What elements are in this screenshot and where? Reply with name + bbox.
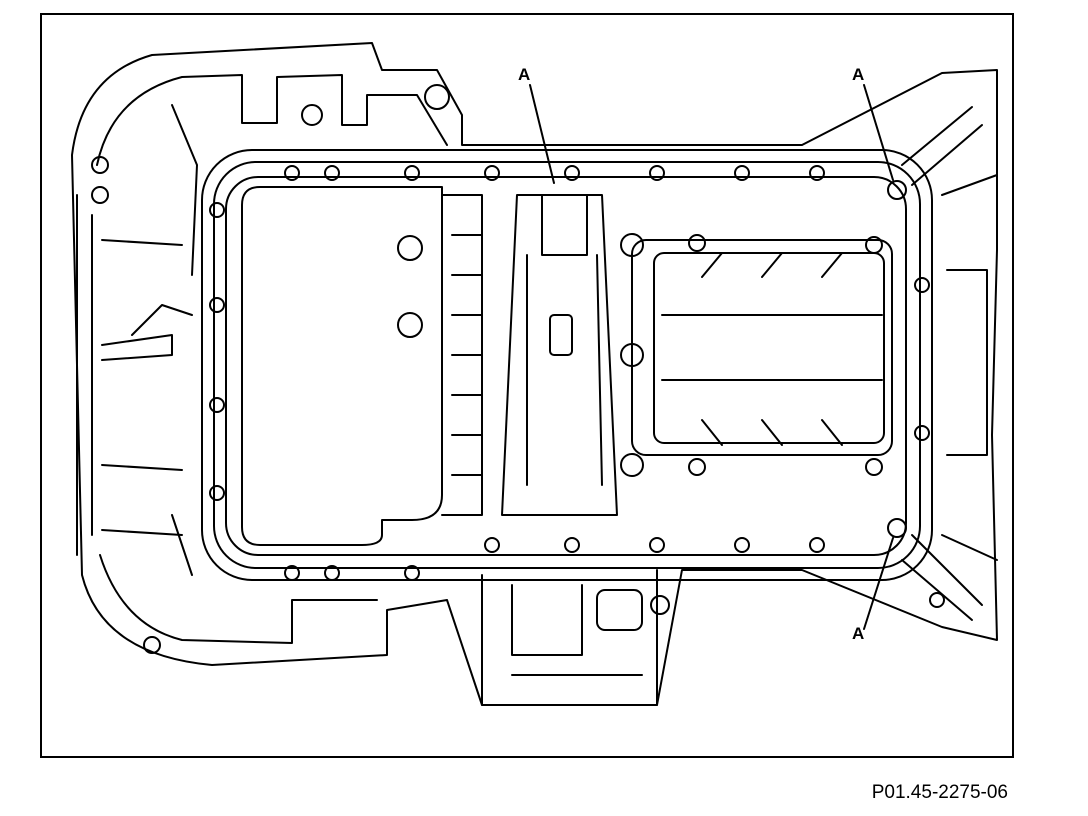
bolt-hole xyxy=(209,202,225,218)
bolt-hole xyxy=(324,165,340,181)
bolt-hole xyxy=(914,277,930,293)
rib-box-outer xyxy=(631,239,893,456)
bolt-hole xyxy=(809,537,825,553)
bolt-hole xyxy=(284,165,300,181)
bolt-hole xyxy=(91,186,109,204)
bolt-hole xyxy=(143,636,161,654)
right-end-cap xyxy=(946,269,988,456)
leader-a-top-center xyxy=(529,84,555,184)
gasket-flange-outer xyxy=(201,149,933,581)
bell-lower-line xyxy=(99,554,378,644)
bolt-hole xyxy=(929,592,945,608)
rib-box-inner xyxy=(653,252,885,444)
bolt-hole xyxy=(914,425,930,441)
bolt-hole-a-lower xyxy=(887,518,907,538)
right-lug-upper xyxy=(901,106,998,196)
bolt-hole xyxy=(734,165,750,181)
bolt-hole xyxy=(424,84,450,110)
bolt-hole xyxy=(734,537,750,553)
oil-pan-drawing xyxy=(71,42,998,706)
bolt-hole xyxy=(404,165,420,181)
bolt-hole xyxy=(91,156,109,174)
sump-bosses xyxy=(397,233,883,477)
boss xyxy=(865,458,883,476)
left-struts xyxy=(131,104,198,576)
leader-a-top-right xyxy=(863,84,894,181)
boss xyxy=(620,343,644,367)
housing-outline xyxy=(71,42,998,706)
figure-reference-code: P01.45-2275-06 xyxy=(871,782,1008,803)
bolt-hole xyxy=(404,565,420,581)
leader-a-bottom-right xyxy=(863,537,894,630)
bolt-hole xyxy=(209,397,225,413)
callout-a-top-right: A xyxy=(852,65,865,84)
gasket-bead xyxy=(225,176,907,556)
bolt-holes xyxy=(91,84,945,654)
bolt-hole xyxy=(649,165,665,181)
boss xyxy=(688,458,706,476)
bolt-hole xyxy=(209,297,225,313)
boss xyxy=(620,233,644,257)
gasket-flange-inner xyxy=(213,161,921,569)
rib-box-rails xyxy=(661,314,883,381)
boss xyxy=(688,234,706,252)
diagram-frame xyxy=(40,13,1014,758)
boss xyxy=(397,235,423,261)
boss xyxy=(397,312,423,338)
bell-inner-line xyxy=(96,74,448,166)
callout-a-top-center: A xyxy=(518,65,531,84)
rib-box-diagonals-bottom xyxy=(701,419,843,446)
baffle-ribs xyxy=(451,234,483,476)
left-ribs xyxy=(101,239,183,536)
rib-box-diagonals-top xyxy=(701,252,843,278)
bolt-hole xyxy=(484,537,500,553)
bolt-hole xyxy=(301,104,323,126)
bolt-hole xyxy=(564,537,580,553)
bolt-hole xyxy=(484,165,500,181)
right-lug-lower xyxy=(901,534,998,621)
left-flange xyxy=(76,194,93,556)
bolt-hole xyxy=(650,595,670,615)
boss xyxy=(865,236,883,254)
channel-boss xyxy=(549,314,573,356)
bolt-hole xyxy=(564,165,580,181)
boss xyxy=(620,453,644,477)
bolt-hole xyxy=(324,565,340,581)
bolt-hole xyxy=(809,165,825,181)
bottom-pocket xyxy=(596,589,643,631)
center-channel xyxy=(501,194,618,516)
bolt-hole xyxy=(209,485,225,501)
callout-a-bottom-right: A xyxy=(852,624,865,643)
bolt-hole-a-upper xyxy=(887,180,907,200)
bolt-hole xyxy=(649,537,665,553)
bottom-extension xyxy=(481,569,658,706)
bolt-hole xyxy=(284,565,300,581)
sump-basin xyxy=(241,186,443,546)
channel-inner xyxy=(526,194,603,486)
